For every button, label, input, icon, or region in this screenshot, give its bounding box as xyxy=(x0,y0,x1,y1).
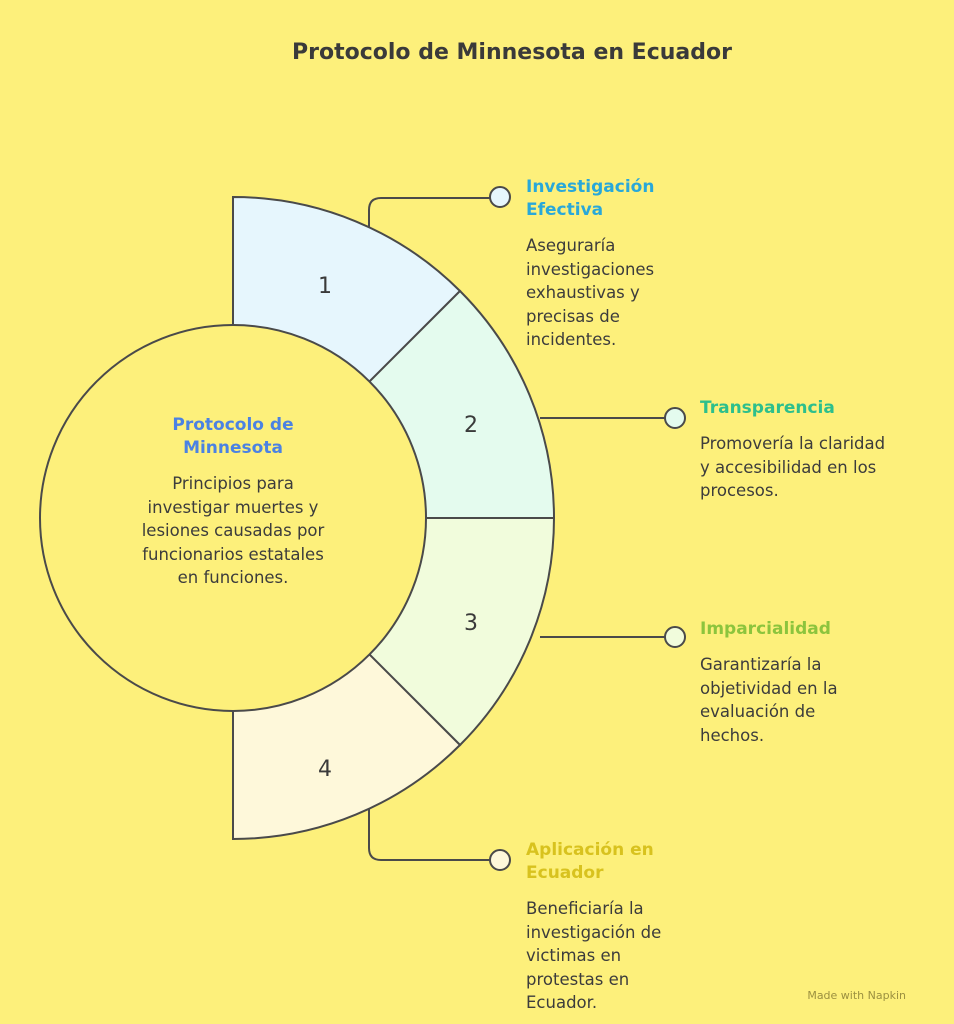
segment-number-4: 4 xyxy=(318,757,332,782)
center-text: Protocolo de Minnesota Principios para i… xyxy=(140,414,326,590)
segment-number-1: 1 xyxy=(318,274,332,299)
item-heading: Transparencia xyxy=(700,398,835,418)
item-2: Transparencia Promovería la claridad y a… xyxy=(700,397,890,503)
item-heading: Investigación Efectiva xyxy=(526,177,655,220)
item-description: Promovería la claridad y accesibilidad e… xyxy=(700,434,886,500)
page-title: Protocolo de Minnesota en Ecuador xyxy=(292,40,732,65)
segment-number-3: 3 xyxy=(464,611,478,636)
connector-dot-4 xyxy=(489,849,511,871)
napkin-watermark: Made with Napkin xyxy=(807,989,906,1002)
connector-dot-3 xyxy=(664,626,686,648)
item-description: Aseguraría investigaciones exhaustivas y… xyxy=(526,236,655,349)
item-description: Garantizaría la objetividad en la evalua… xyxy=(700,655,838,745)
item-description: Beneficiaría la investigación de victima… xyxy=(526,899,662,1012)
connector-dot-1 xyxy=(489,186,511,208)
center-description: Principios para investigar muertes y les… xyxy=(141,474,325,587)
item-1: Investigación Efectiva Aseguraría invest… xyxy=(526,176,696,352)
connector-dot-2 xyxy=(664,407,686,429)
item-4: Aplicación en Ecuador Beneficiaría la in… xyxy=(526,839,696,1015)
item-3: Imparcialidad Garantizaría la objetivida… xyxy=(700,618,880,747)
connector-1 xyxy=(368,197,490,228)
item-heading: Aplicación en Ecuador xyxy=(526,840,654,883)
center-heading: Protocolo de Minnesota xyxy=(172,415,294,458)
segment-number-2: 2 xyxy=(464,413,478,438)
item-heading: Imparcialidad xyxy=(700,619,831,639)
center-circle xyxy=(39,324,427,712)
connector-4 xyxy=(368,808,490,861)
